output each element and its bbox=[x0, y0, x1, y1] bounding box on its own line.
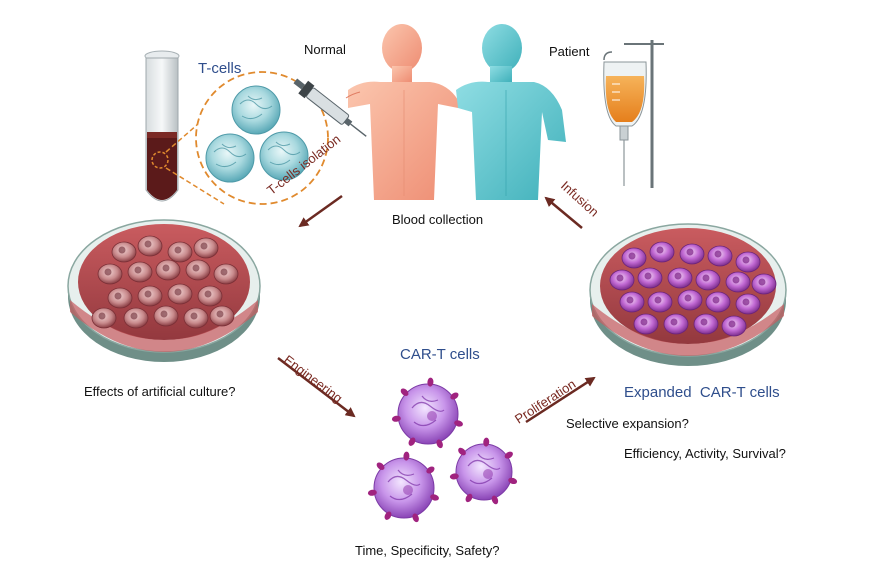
dish-car-t-cell bbox=[619, 291, 645, 313]
dish-car-t-cell bbox=[609, 269, 635, 291]
dish-car-t-cell bbox=[751, 273, 777, 295]
car-t-cell bbox=[391, 377, 463, 449]
dish-car-t-cell bbox=[735, 251, 761, 273]
dish-cell bbox=[137, 285, 163, 307]
car-t-cells-label: CAR-T cells bbox=[400, 346, 480, 363]
car-receptor bbox=[384, 511, 392, 520]
car-t-cell bbox=[367, 451, 439, 523]
dish-cell bbox=[197, 285, 223, 307]
dish-cell bbox=[111, 241, 137, 263]
normal-body-figure bbox=[345, 24, 458, 200]
car-receptor bbox=[491, 495, 499, 505]
dish-car-t-cell bbox=[725, 271, 751, 293]
car-receptor bbox=[454, 420, 463, 427]
dish-car-t-cell bbox=[647, 291, 673, 313]
syringe-icon bbox=[293, 78, 367, 137]
dish-cell bbox=[167, 283, 193, 305]
car-receptor bbox=[504, 451, 513, 459]
dish-car-t-cell bbox=[621, 247, 647, 269]
normal-label: Normal bbox=[304, 42, 346, 57]
car-receptor bbox=[450, 392, 459, 400]
effects-artificial-culture-label: Effects of artificial culture? bbox=[84, 384, 236, 399]
test-tube-icon bbox=[144, 50, 180, 202]
dish-car-t-cell bbox=[663, 313, 689, 335]
t-cells-group bbox=[205, 85, 309, 183]
car-receptor bbox=[403, 451, 410, 461]
car-receptor bbox=[376, 462, 385, 470]
blood-collection-label: Blood collection bbox=[392, 212, 484, 227]
dish-cell bbox=[107, 287, 133, 309]
dish-car-t-cell bbox=[693, 313, 719, 335]
car-receptor bbox=[367, 489, 377, 496]
dish-car-t-cell bbox=[679, 243, 705, 265]
car-receptor bbox=[400, 388, 409, 396]
time-specificity-safety-label: Time, Specificity, Safety? bbox=[355, 543, 500, 558]
car-receptor bbox=[458, 447, 466, 456]
car-receptor bbox=[449, 473, 459, 480]
dish-cell bbox=[193, 237, 219, 259]
dish-car-t-cell bbox=[667, 267, 693, 289]
t-cells-isolation-arrow bbox=[298, 194, 343, 228]
car-receptor bbox=[412, 513, 419, 523]
dish-car-t-cell bbox=[695, 269, 721, 291]
patient-label: Patient bbox=[549, 44, 590, 59]
dish-car-t-cell bbox=[633, 313, 659, 335]
dish-cell bbox=[185, 259, 211, 281]
petri-dish-icon bbox=[67, 219, 261, 362]
car-receptor bbox=[465, 493, 473, 503]
dish-car-t-cell bbox=[637, 267, 663, 289]
selective-expansion-label: Selective expansion? bbox=[566, 416, 689, 431]
car-receptor bbox=[427, 377, 434, 387]
dish-car-t-cell bbox=[649, 241, 675, 263]
proliferation-arrow bbox=[525, 376, 596, 424]
engineering-arrow bbox=[277, 357, 356, 418]
dish-cell bbox=[97, 263, 123, 285]
dish-car-t-cell bbox=[677, 289, 703, 311]
dish-cell bbox=[155, 259, 181, 281]
t-cell bbox=[259, 131, 309, 181]
dish-cell bbox=[153, 305, 179, 327]
dish-car-t-cell bbox=[707, 245, 733, 267]
dish-cell bbox=[209, 305, 235, 327]
dish-cell bbox=[137, 235, 163, 257]
dish-cell bbox=[123, 307, 149, 329]
dish-cell bbox=[167, 241, 193, 263]
t-cell bbox=[231, 85, 281, 135]
dish-cell bbox=[91, 307, 117, 329]
right-dish-cells bbox=[609, 241, 777, 337]
car-receptor bbox=[391, 415, 401, 422]
car-receptor bbox=[508, 477, 518, 485]
dish-cell bbox=[213, 263, 239, 285]
dish-cell bbox=[183, 307, 209, 329]
infusion-arrow bbox=[544, 196, 583, 229]
patient-body-figure bbox=[456, 24, 566, 200]
car-receptor bbox=[408, 437, 416, 446]
dish-cell bbox=[127, 261, 153, 283]
car-t-cells-group bbox=[367, 377, 518, 523]
car-receptor bbox=[483, 437, 490, 447]
t-cells-label: T-cells bbox=[198, 60, 242, 77]
efficiency-activity-survival-label: Efficiency, Activity, Survival? bbox=[624, 446, 786, 461]
car-receptor bbox=[430, 494, 439, 501]
car-receptor bbox=[426, 466, 435, 474]
dish-car-t-cell bbox=[721, 315, 747, 337]
t-cell bbox=[205, 133, 255, 183]
left-dish-cells bbox=[91, 235, 239, 329]
car-t-cell bbox=[449, 437, 518, 505]
dish-car-t-cell bbox=[705, 291, 731, 313]
car-receptor bbox=[436, 439, 443, 449]
iv-bag-icon bbox=[603, 40, 664, 188]
dish-car-t-cell bbox=[735, 293, 761, 315]
expanded-car-t-cells-label: Expanded CAR-T cells bbox=[624, 384, 780, 401]
